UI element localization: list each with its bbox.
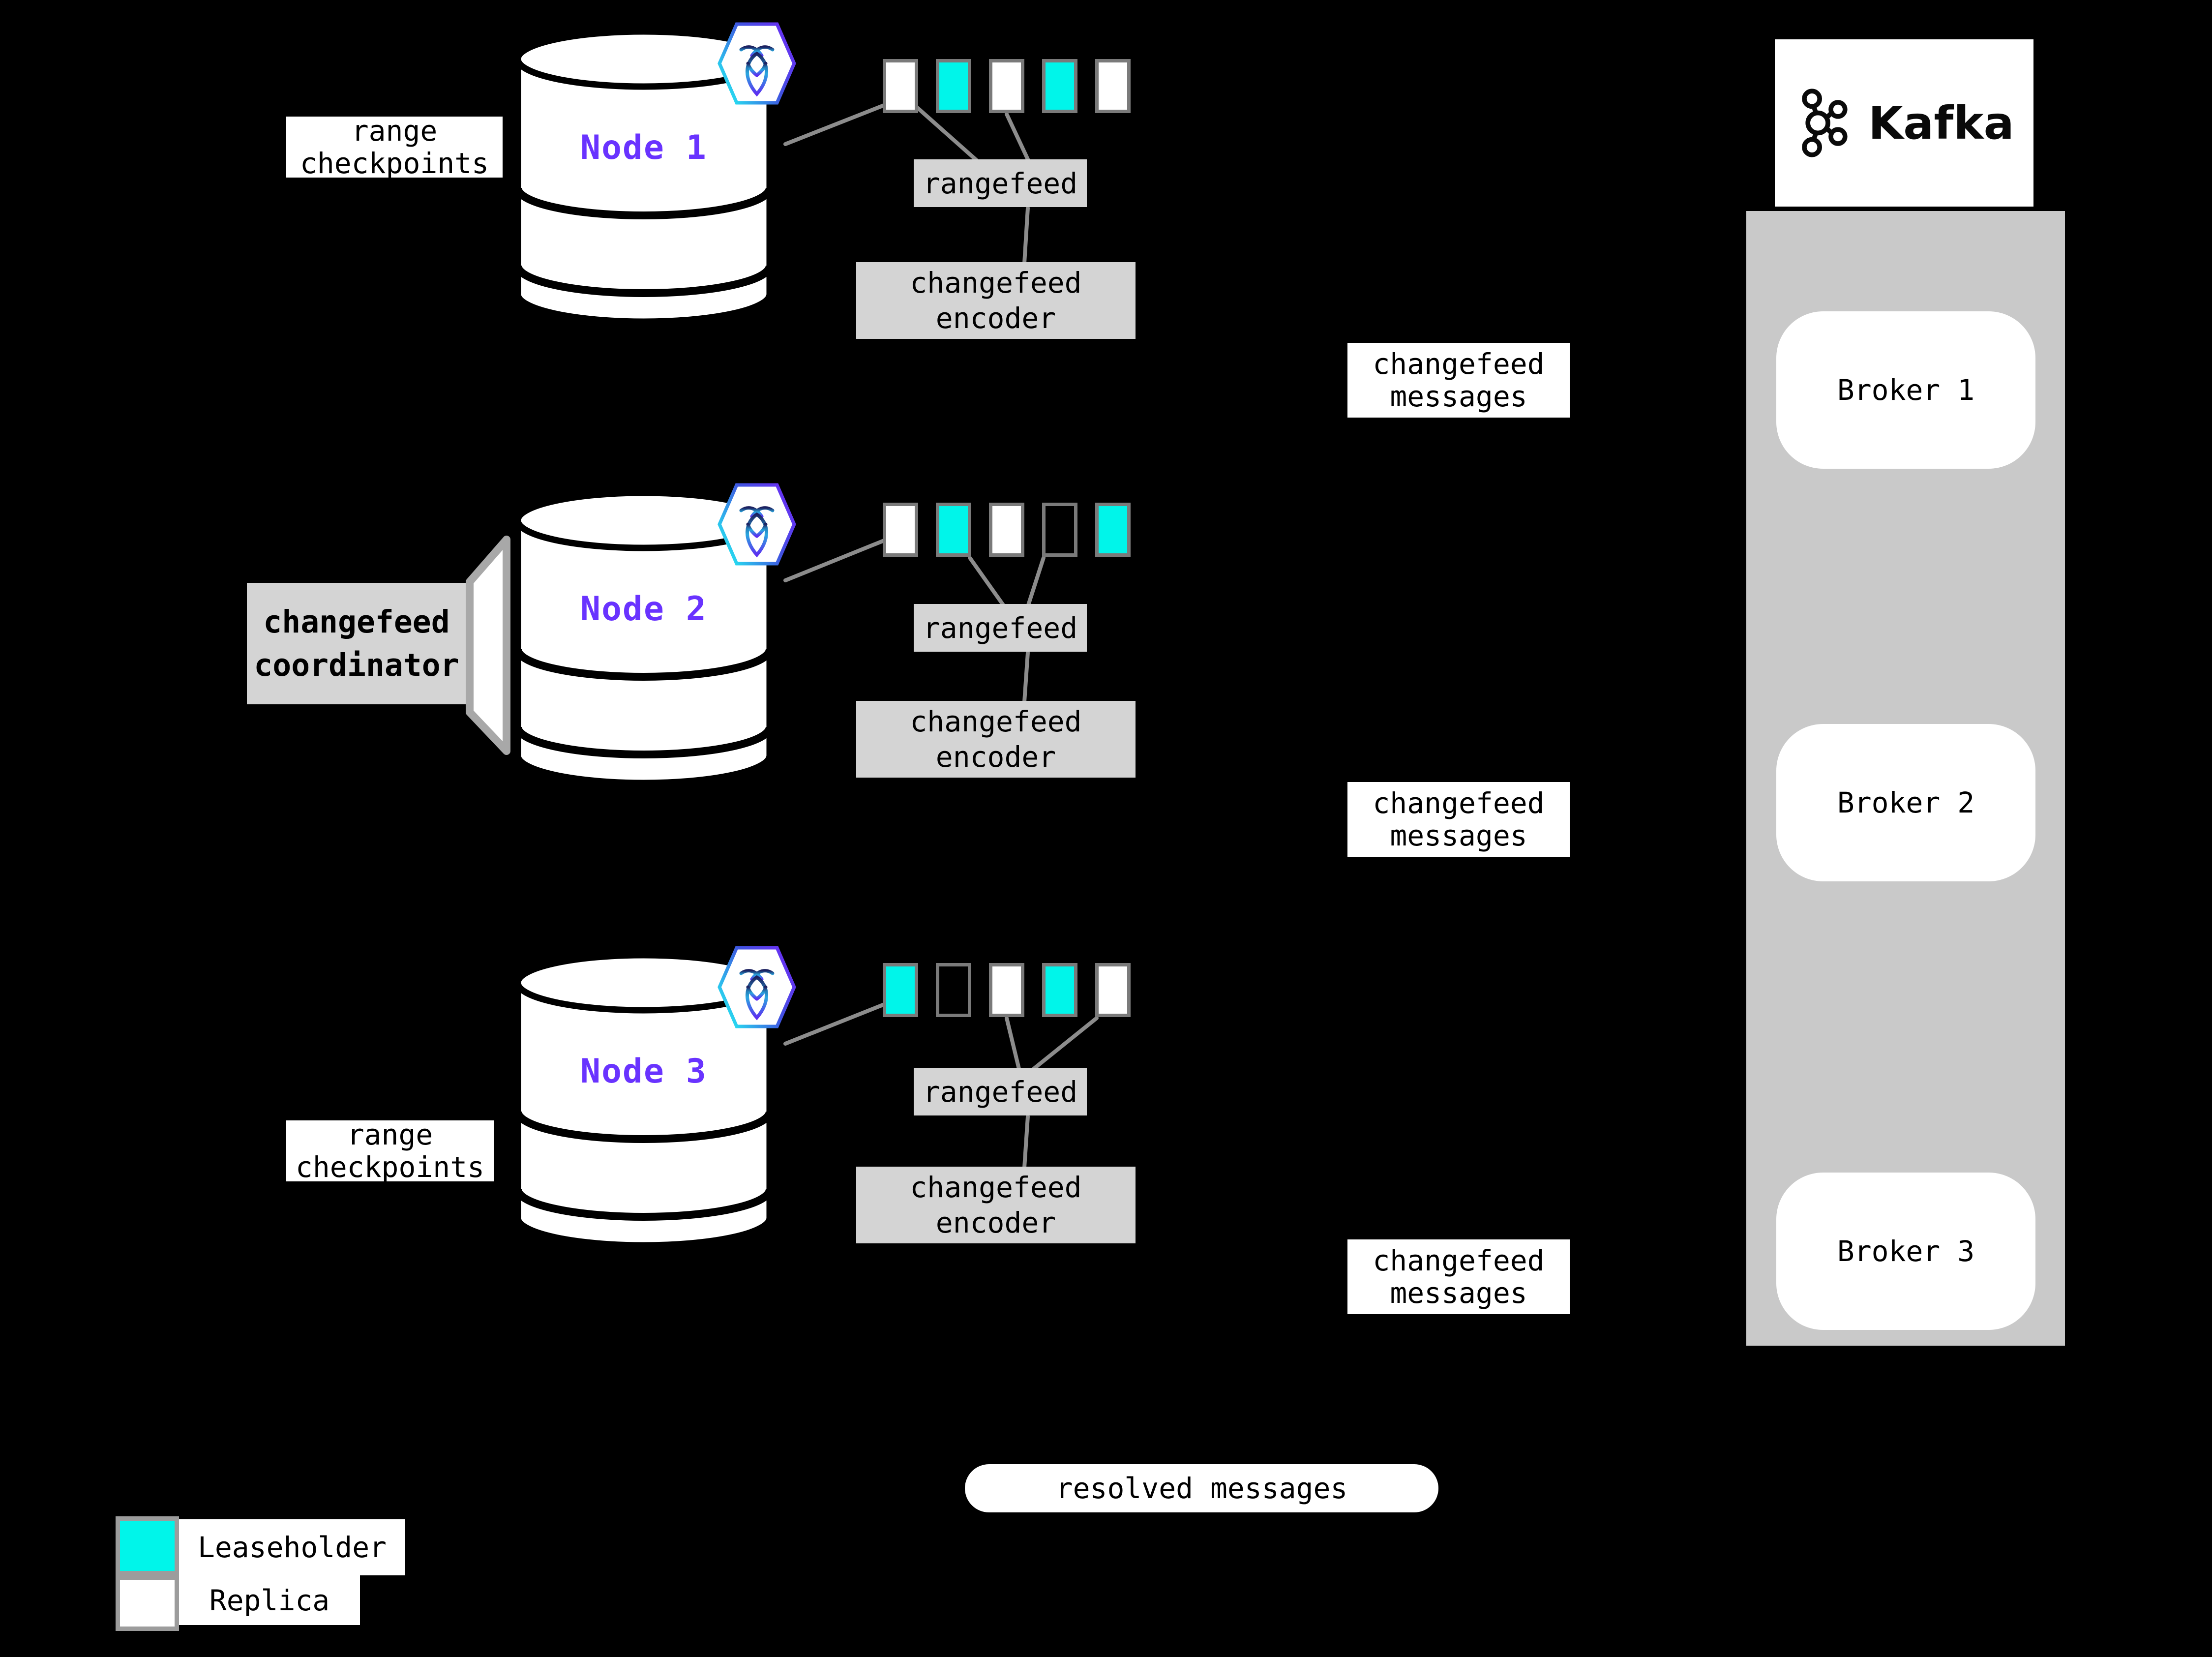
range-square: [989, 59, 1024, 113]
changefeed-encoder-box: changefeed encoder: [856, 1167, 1136, 1243]
changefeed-messages-label: changefeed messages: [1347, 343, 1570, 418]
node-label: Node 2: [580, 589, 707, 629]
cockroach-icon: [739, 45, 775, 97]
kafka-icon: [1802, 89, 1848, 157]
legend-swatch-leaseholder: [116, 1516, 179, 1575]
kafka-wordmark: Kafka: [1868, 96, 2014, 150]
range-square: [883, 503, 918, 557]
coordinator-flag: [466, 536, 510, 755]
kafka-logo-box: Kafka: [1775, 39, 2033, 207]
cockroachdb-hexagon-icon: [717, 483, 796, 566]
range-square: [936, 503, 971, 557]
range-square: [1095, 503, 1131, 557]
changefeed-coordinator-label: changefeed coordinator: [247, 583, 466, 704]
range-square: [989, 963, 1024, 1017]
node-label: Node 3: [580, 1052, 707, 1091]
node-cylinder: Node 3: [512, 949, 776, 1250]
range-square: [936, 963, 971, 1017]
range-checkpoints-label: range checkpoints: [286, 115, 503, 180]
range-square: [989, 503, 1024, 557]
changefeed-encoder-box: changefeed encoder: [856, 701, 1136, 778]
range-square: [883, 963, 918, 1017]
range-square: [1042, 963, 1077, 1017]
legend-label-leaseholder: Leaseholder: [179, 1519, 405, 1575]
cockroachdb-hexagon-icon: [717, 946, 796, 1028]
legend-swatch-replica: [116, 1575, 179, 1631]
range-square: [1095, 963, 1131, 1017]
changefeed-messages-label: changefeed messages: [1347, 782, 1570, 857]
range-square: [1042, 59, 1077, 113]
node-cylinder: Node 2: [512, 487, 776, 788]
rangefeed-box: rangefeed: [914, 1068, 1087, 1115]
node-cylinder: Node 1: [512, 26, 776, 327]
range-square: [936, 59, 971, 113]
changefeed-encoder-box: changefeed encoder: [856, 262, 1136, 339]
changefeed-messages-label: changefeed messages: [1347, 1239, 1570, 1314]
cockroachdb-hexagon-icon: [717, 22, 796, 105]
range-checkpoints-label: range checkpoints: [286, 1118, 494, 1183]
broker-box: Broker 3: [1776, 1173, 2035, 1330]
range-square: [1095, 59, 1131, 113]
rangefeed-box: rangefeed: [914, 604, 1087, 652]
range-square: [883, 59, 918, 113]
legend-label-replica: Replica: [179, 1575, 360, 1625]
broker-box: Broker 1: [1776, 311, 2035, 469]
cockroach-icon: [739, 506, 775, 558]
rangefeed-box: rangefeed: [914, 159, 1087, 207]
resolved-messages-pill: resolved messages: [965, 1464, 1438, 1512]
broker-box: Broker 2: [1776, 724, 2035, 881]
range-square: [1042, 503, 1077, 557]
arrowhead: [2048, 358, 2088, 1271]
cockroach-icon: [739, 969, 775, 1021]
node-label: Node 1: [580, 128, 707, 167]
